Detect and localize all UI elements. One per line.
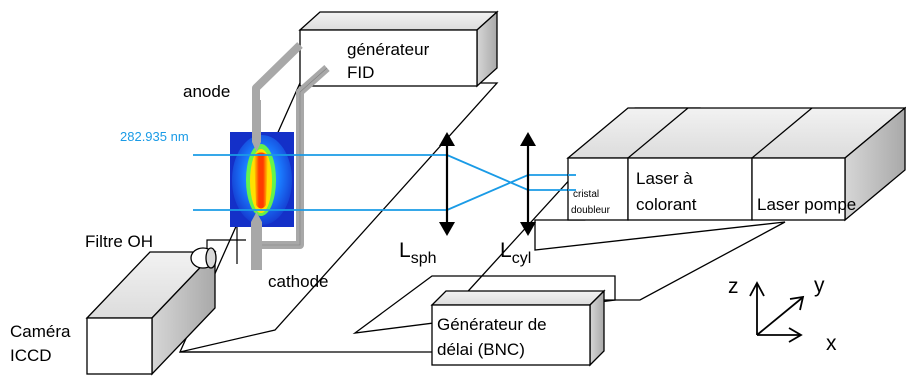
crystal-label-2: doubleur [571,205,611,216]
axis-z-label: z [728,275,739,298]
pump-laser-label: Laser pompe [757,195,856,214]
dye-laser-label-2: colorant [636,195,697,214]
cathode-label: cathode [268,272,329,291]
fid-generator-label-2: FID [347,63,374,82]
crystal-label-1: cristal [573,189,599,200]
dye-laser-label-1: Laser à [636,169,693,188]
lens-sph-label: Lsph [399,239,436,267]
iccd-camera [85,239,246,376]
anode-label: anode [183,82,230,101]
camera-label-1: Caméra [10,322,71,341]
laser-chain [566,106,906,222]
fid-generator-label-1: générateur [347,40,430,59]
flame-image [230,132,294,227]
spherical-lens [439,132,455,236]
anode-electrode [252,100,261,152]
cathode-electrode [251,212,262,270]
coordinate-axes [749,281,805,343]
filter-label: Filtre OH [85,232,153,251]
delay-generator-box [430,289,606,367]
cylindrical-lens [520,132,536,236]
camera-label-2: ICCD [10,346,52,365]
axis-y-label: y [814,274,825,297]
oh-filter [190,247,217,269]
wavelength-label: 282.935 nm [120,129,189,144]
fid-generator-box: générateur FID [298,10,499,88]
axis-x-label: x [826,332,837,355]
lens-cyl-label: Lcyl [500,239,531,267]
delay-generator-label-1: Générateur de [437,315,547,334]
delay-generator-label-2: délai (BNC) [437,340,525,359]
